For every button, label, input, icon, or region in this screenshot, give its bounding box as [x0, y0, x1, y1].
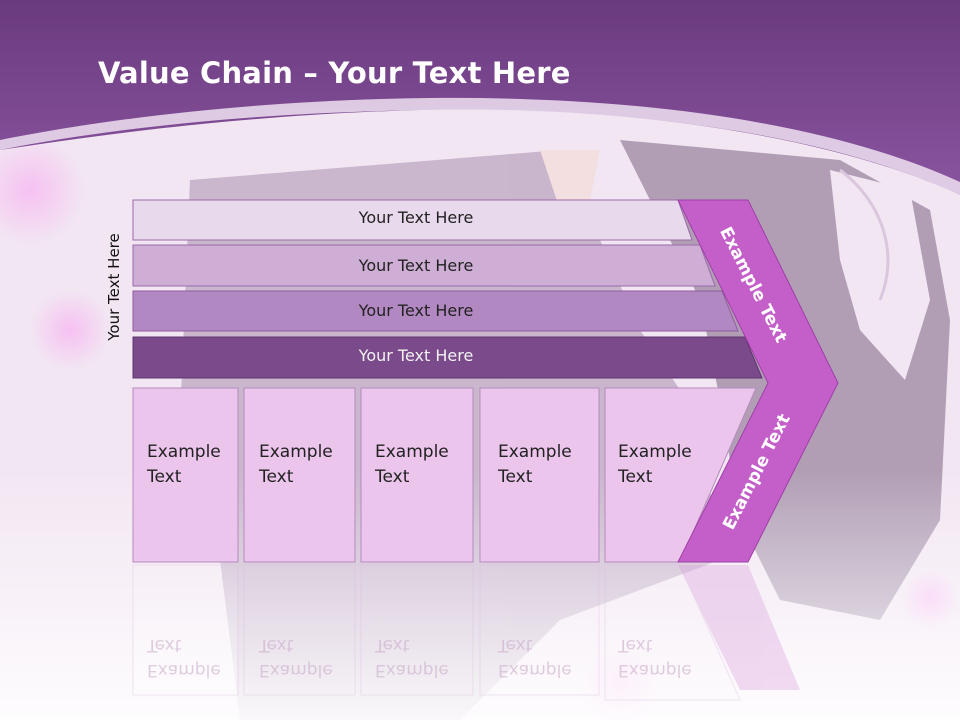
support-bar-3-label: Your Text Here: [358, 301, 474, 320]
primary-box-2-line2: Text: [259, 467, 294, 487]
primary-box-1-label: Example Text: [147, 440, 221, 490]
primary-box-4-line2: Text: [498, 467, 533, 487]
support-bar-3: [132, 290, 739, 332]
primary-box-5-label: Example Text: [618, 440, 692, 490]
primary-box-3-line1: Example: [375, 442, 449, 462]
title-bold: Value Chain: [98, 56, 294, 90]
support-bar-1-label: Your Text Here: [358, 208, 474, 227]
support-bar-1: [132, 199, 693, 241]
primary-box-5-line2: Text: [618, 467, 653, 487]
primary-box-1: [132, 387, 239, 563]
side-label: Your Text Here: [105, 233, 123, 341]
primary-box-3-line2: Text: [375, 467, 410, 487]
header-band: [0, 0, 960, 195]
support-bar-4: [132, 336, 763, 379]
header-swoosh: [0, 97, 960, 195]
primary-box-5-line1: Example: [618, 442, 692, 462]
primary-box-4-label: Example Text: [498, 440, 572, 490]
slide-title: Value Chain – Your Text Here: [98, 56, 571, 90]
support-bar-4-label: Your Text Here: [358, 346, 474, 365]
support-bar-2-label: Your Text Here: [358, 256, 474, 275]
primary-box-4: [479, 387, 600, 563]
primary-box-3-label: Example Text: [375, 440, 449, 490]
margin-chevron: [677, 199, 839, 563]
primary-box-1-line1: Example: [147, 442, 221, 462]
boxes-reflection: [132, 564, 800, 701]
support-bar-2: [132, 244, 716, 287]
primary-box-2: [243, 387, 356, 563]
primary-box-1-line2: Text: [147, 467, 182, 487]
title-rest: – Your Text Here: [293, 56, 571, 90]
primary-box-3: [360, 387, 474, 563]
primary-box-4-line1: Example: [498, 442, 572, 462]
primary-box-2-label: Example Text: [259, 440, 333, 490]
primary-box-2-line1: Example: [259, 442, 333, 462]
